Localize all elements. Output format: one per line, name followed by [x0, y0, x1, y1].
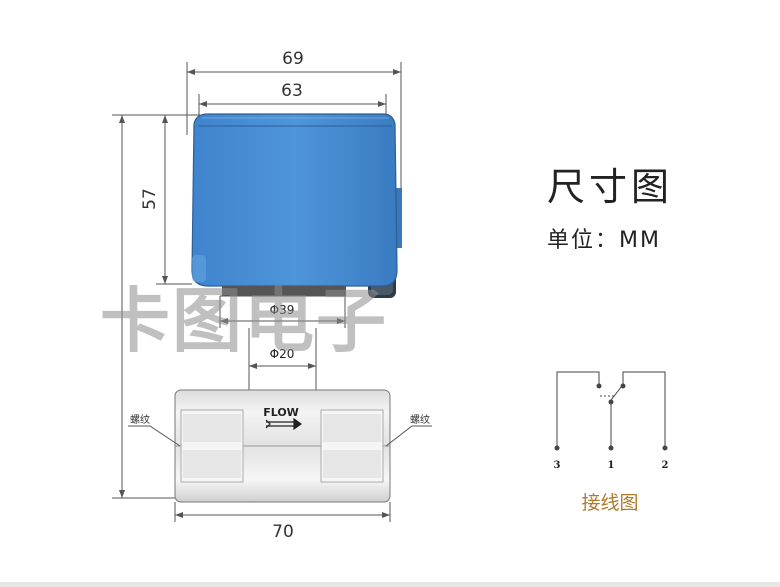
dim-total-height: [112, 114, 196, 499]
thread-leader-left: [128, 425, 181, 447]
terminal-1: 1: [608, 460, 615, 471]
dim-cover-width-label: 63: [281, 81, 303, 101]
actuator-cover: [191, 113, 402, 298]
dim-body-length-label: 70: [272, 522, 294, 542]
thread-leader-right: [385, 425, 432, 447]
page-title: 尺寸图: [547, 165, 673, 209]
wiring-diagram: [554, 371, 668, 451]
dim-stem-diameter-label: Φ20: [270, 347, 295, 361]
stem: [248, 328, 317, 390]
dim-body-length: [174, 502, 391, 522]
dim-neck-diameter-label: Φ39: [270, 303, 295, 317]
watermark: 卡图电子: [100, 280, 388, 362]
pipe-body: [174, 389, 391, 503]
unit-label: 单位：MM: [547, 228, 661, 253]
dim-overall-width: [186, 62, 402, 190]
bottom-divider: [0, 582, 780, 587]
terminal-3: 3: [554, 460, 561, 471]
flow-label: FLOW: [263, 406, 299, 419]
terminal-2: 2: [662, 460, 669, 471]
dim-cover-height-label: 57: [140, 188, 160, 210]
cover-base: [222, 286, 346, 296]
thread-label-left: 螺纹: [130, 413, 150, 426]
flow-arrow-icon: [265, 417, 303, 431]
dim-overall-width-label: 69: [282, 49, 304, 69]
thread-label-right: 螺纹: [410, 413, 430, 426]
wiring-caption: 接线图: [581, 492, 638, 514]
dim-neck-diameter: [219, 295, 346, 328]
